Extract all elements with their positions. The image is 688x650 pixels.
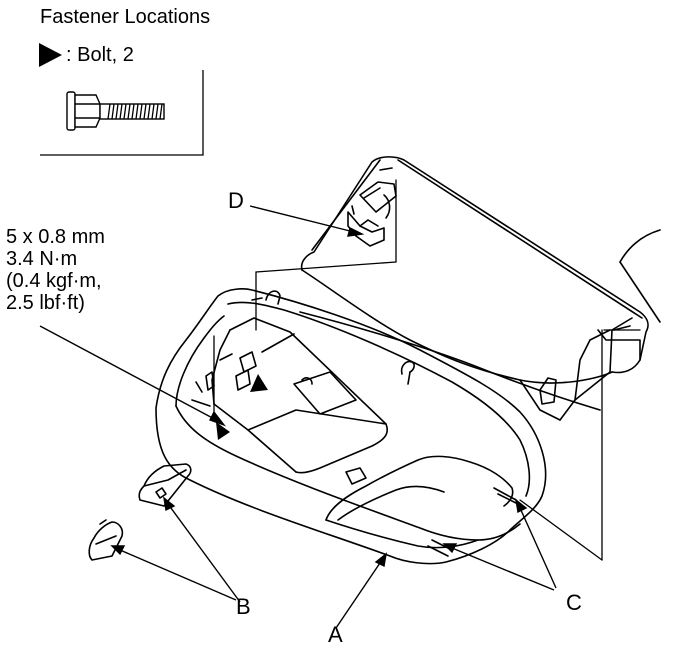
- cover-B-lower: [88, 519, 124, 561]
- leader-C1-head: [515, 498, 528, 514]
- bolt-marker-1: [216, 422, 230, 440]
- torque-spec-lbfft: 2.5 lbf·ft): [6, 292, 85, 314]
- leader-A-head: [374, 552, 387, 568]
- bolt-marker-2: [250, 374, 268, 392]
- leader-B1-head: [163, 496, 176, 512]
- torque-leader-head: [209, 410, 227, 427]
- leader-B1: [167, 503, 241, 603]
- torque-spec-kgfm: (0.4 kgf·m,: [6, 270, 102, 292]
- torque-leader: [39, 325, 221, 423]
- console-housing: [155, 288, 547, 565]
- leader-A: [335, 559, 383, 629]
- torque-spec-nm: 3.4 N·m: [6, 248, 78, 270]
- callout-b: B: [236, 594, 251, 619]
- callout-d: D: [228, 188, 244, 213]
- bolt-markers: [216, 374, 268, 440]
- leader-C2: [451, 547, 555, 591]
- callout-c: C: [566, 590, 582, 615]
- leader-D: [249, 205, 355, 233]
- fastener-locations-title: Fastener Locations: [40, 6, 211, 28]
- callout-a: A: [328, 622, 343, 647]
- leader-B2: [119, 549, 237, 601]
- alignment-lines: [213, 179, 641, 561]
- leader-lines: [39, 205, 557, 629]
- bolt-count-label: : Bolt, 2: [66, 44, 134, 66]
- leader-C2-head: [442, 543, 458, 554]
- cover-B-upper: [138, 463, 192, 507]
- leader-B2-head: [110, 545, 126, 556]
- leader-C1: [519, 507, 557, 589]
- roof-panel: [299, 156, 661, 421]
- torque-spec-size: 5 x 0.8 mm: [6, 226, 105, 248]
- leader-D-head: [347, 226, 365, 237]
